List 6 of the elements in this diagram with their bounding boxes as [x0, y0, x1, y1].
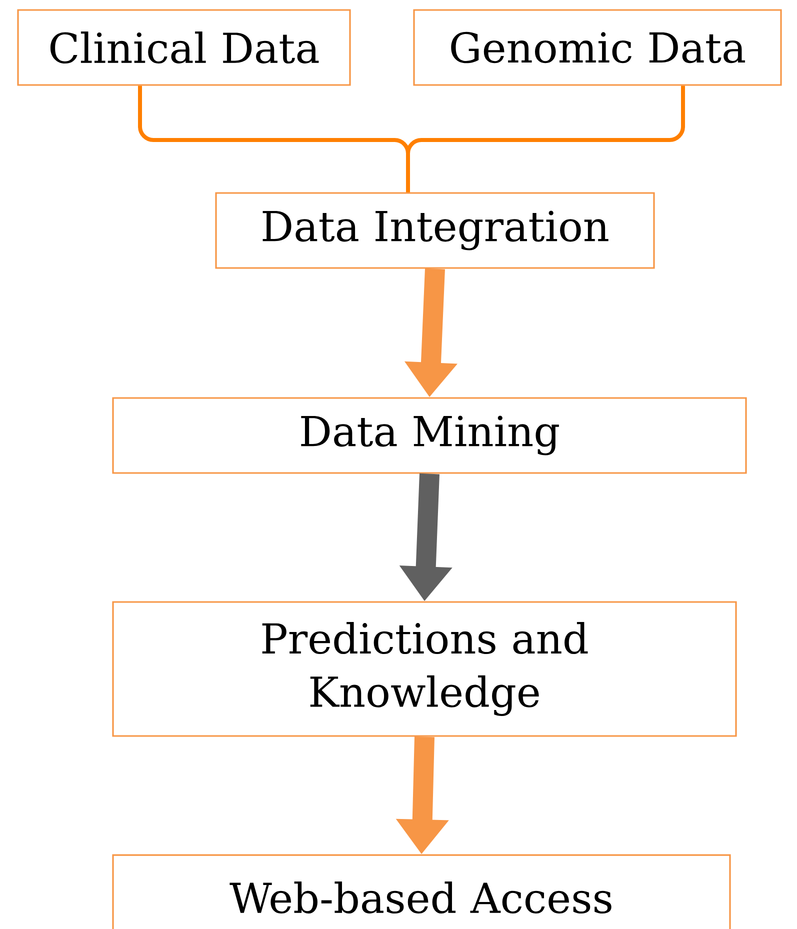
process-box: Data Integration [215, 192, 655, 269]
process-box: Web-based Access [112, 854, 731, 929]
process-box: Predictions and Knowledge [112, 601, 737, 737]
process-box: Data Mining [112, 397, 747, 474]
process-box: Genomic Data [413, 9, 782, 86]
process-box: Clinical Data [17, 9, 351, 86]
